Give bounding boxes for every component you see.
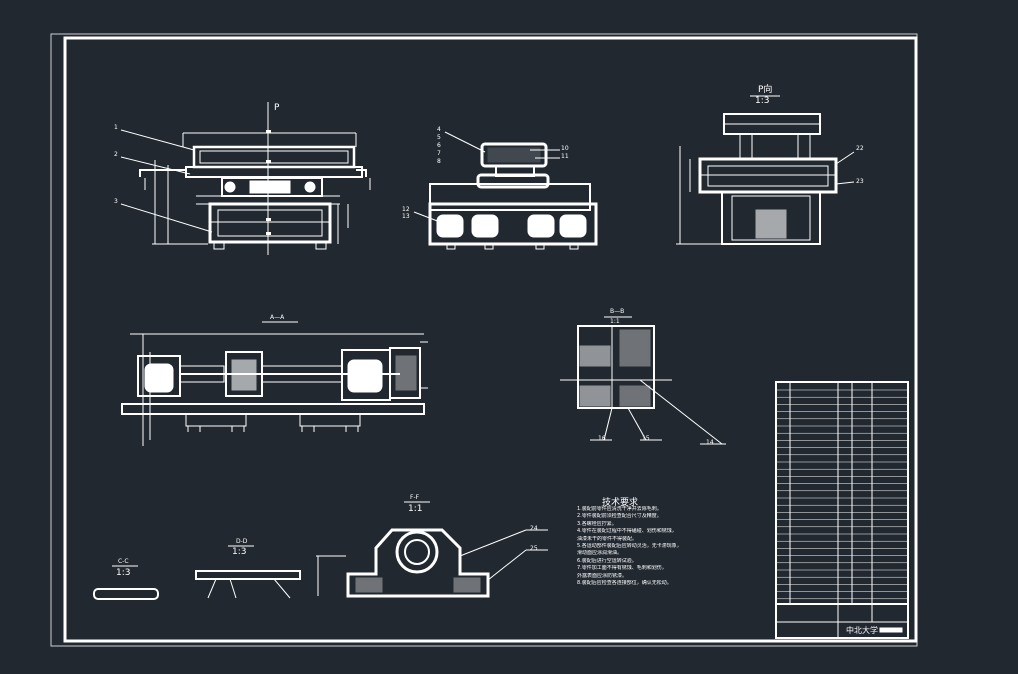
c-c-title: C-C xyxy=(118,558,129,565)
requirement-item: 6.装配后进行空运转试验。 xyxy=(577,557,637,564)
part-number: 3 xyxy=(114,198,118,205)
part-number: 16 xyxy=(598,435,606,442)
side-view xyxy=(413,131,598,250)
front-view xyxy=(120,102,371,255)
a-a-section-view xyxy=(121,321,428,446)
p-view-scale: 1:3 xyxy=(755,96,770,106)
requirement-item: 2.零件装配前须检查配合尺寸及精度。 xyxy=(577,513,662,520)
technical-requirements-title: 技术要求 xyxy=(602,498,639,508)
requirement-item: 7.零件加工面不得有锈蚀、毛刺和划伤， xyxy=(577,565,667,572)
part-number: 4 xyxy=(437,126,441,133)
part-number: 25 xyxy=(530,545,538,552)
requirement-item: 滑动面应涂润滑油。 xyxy=(577,550,623,557)
drawing-frame xyxy=(50,33,918,647)
b-b-section-view xyxy=(560,316,726,445)
part-number: 13 xyxy=(402,213,410,220)
part-number: 23 xyxy=(856,178,864,185)
requirement-item: 5.各运动部件装配后应转动灵活，无卡滞现象， xyxy=(577,543,682,550)
parts-list-rows xyxy=(776,389,908,600)
part-number: 2 xyxy=(114,151,118,158)
title-block xyxy=(775,381,909,639)
part-number: 5 xyxy=(437,134,441,141)
front-view-direction-label: P xyxy=(274,103,280,113)
d-d-title: D-D xyxy=(236,538,248,545)
part-number: 8 xyxy=(437,158,441,165)
part-number: 24 xyxy=(530,525,538,532)
requirement-item: 油漆未干的零件不得装配。 xyxy=(577,535,638,542)
part-number: 7 xyxy=(437,150,441,157)
f-f-scale: 1:1 xyxy=(408,504,423,514)
d-d-section-view xyxy=(195,545,301,599)
f-f-title: F-F xyxy=(410,494,420,501)
part-number: 22 xyxy=(856,145,864,152)
b-b-title: B—B xyxy=(610,308,625,315)
school-name: 中北大学 xyxy=(846,626,878,635)
requirement-item: 3.各螺栓应拧紧。 xyxy=(577,520,617,527)
part-number: 1 xyxy=(114,124,118,131)
p-direction-view xyxy=(676,95,855,245)
part-number: 15 xyxy=(642,435,650,442)
requirement-item: 1.装配前零件应清洗干净并去除毛刺。 xyxy=(577,506,662,512)
part-number: 14 xyxy=(706,439,714,446)
part-number: 11 xyxy=(561,153,569,160)
requirement-item: 8.装配后应检查各连接部位，确认无松动。 xyxy=(577,580,672,587)
technical-requirements-list: 1.装配前零件应清洗干净并去除毛刺。 2.零件装配前须检查配合尺寸及精度。 3.… xyxy=(577,506,772,587)
part-number: 6 xyxy=(437,142,441,149)
part-number: 12 xyxy=(402,206,410,213)
d-d-scale: 1:3 xyxy=(232,547,247,557)
requirement-item: 4.零件在装配过程中不得磕碰、划伤和锈蚀， xyxy=(577,528,677,535)
p-view-title: P向 xyxy=(758,85,773,95)
c-c-section-view xyxy=(93,565,159,600)
b-b-scale: 1:1 xyxy=(610,318,620,325)
part-number: 10 xyxy=(561,145,569,152)
c-c-scale: 1:3 xyxy=(116,568,131,578)
f-f-section-view xyxy=(316,501,548,598)
a-a-title: A—A xyxy=(270,314,285,321)
requirement-item: 外露表面应涂防锈漆。 xyxy=(577,572,628,579)
